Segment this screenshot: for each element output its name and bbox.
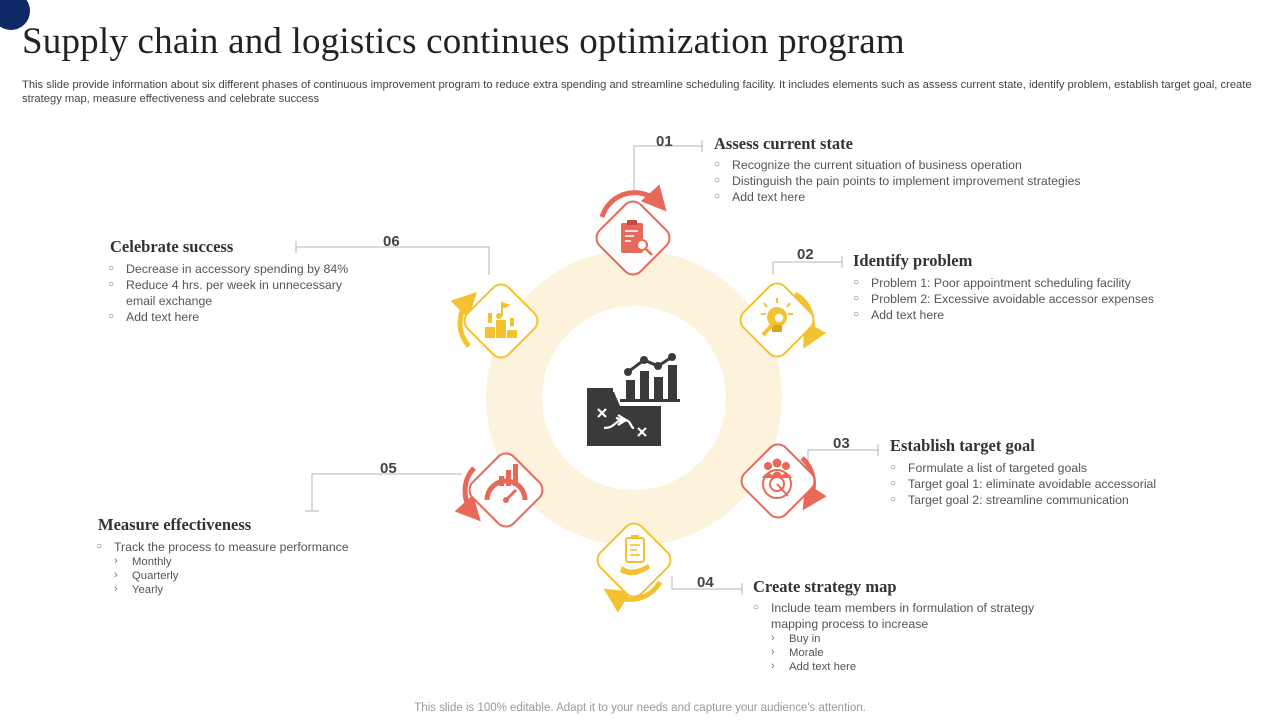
page-subtitle: This slide provide information about six…: [22, 79, 1252, 105]
phase-bullets-02: Problem 1: Poor appointment scheduling f…: [853, 275, 1154, 323]
connector-lines: [295, 140, 879, 595]
document-search-icon: [621, 220, 653, 256]
bullet-item: Reduce 4 hrs. per week in unnecessary em…: [108, 277, 370, 309]
phase-number-02: 02: [797, 246, 814, 263]
phase-bullets-01: Recognize the current situation of busin…: [714, 157, 1081, 205]
footer-note: This slide is 100% editable. Adapt it to…: [414, 702, 866, 714]
phase-node-05: [454, 452, 544, 528]
bullet-item: Target goal 2: streamline communication: [890, 492, 1156, 508]
sub-bullet-item: Add text here: [771, 659, 1073, 674]
bullet-item: Add text here: [853, 307, 1154, 323]
phase-title-05: Measure effectiveness: [98, 515, 252, 534]
clipboard-hand-icon: [620, 535, 650, 576]
team-target-icon: [762, 458, 792, 499]
sub-bullet-list: Monthly Quarterly Yearly: [114, 554, 396, 597]
bullet-item: Include team members in formulation of s…: [753, 600, 1073, 674]
phase-title-04: Create strategy map: [753, 577, 897, 596]
connector-03: [807, 449, 878, 462]
bullet-text: Track the process to measure performance: [114, 540, 349, 554]
bullet-item: Decrease in accessory spending by 84%: [108, 261, 370, 277]
bullet-item: Problem 2: Excessive avoidable accessor …: [853, 291, 1154, 307]
connector-05: [311, 473, 462, 511]
phase-node-03: [740, 443, 827, 519]
sub-bullet-item: Buy in: [771, 631, 1073, 646]
sub-bullet-item: Yearly: [114, 582, 396, 597]
sub-bullet-item: Quarterly: [114, 568, 396, 583]
connector-01: [633, 145, 702, 195]
phase-number-01: 01: [656, 133, 673, 150]
sub-bullet-item: Monthly: [114, 554, 396, 569]
phase-title-03: Establish target goal: [890, 436, 1035, 455]
bullet-item: Problem 1: Poor appointment scheduling f…: [853, 275, 1154, 291]
page-title: Supply chain and logistics continues opt…: [22, 21, 905, 62]
sub-bullet-list: Buy in Morale Add text here: [771, 631, 1073, 674]
bullet-item: Track the process to measure performance…: [96, 539, 396, 597]
phase-number-05: 05: [380, 460, 397, 477]
connector-02: [772, 261, 842, 275]
bullet-text: Include team members in formulation of s…: [771, 601, 1035, 631]
phase-number-04: 04: [697, 574, 714, 591]
phase-node-04: [596, 522, 672, 613]
sub-bullet-item: Morale: [771, 645, 1073, 660]
phase-number-03: 03: [833, 435, 850, 452]
phase-node-06: [450, 283, 539, 359]
podium-trophy-icon: [485, 302, 517, 338]
phase-bullets-03: Formulate a list of targeted goals Targe…: [890, 460, 1156, 508]
bullet-item: Add text here: [714, 189, 1081, 205]
phase-node-01: [595, 184, 671, 276]
phase-bullets-05: Track the process to measure performance…: [96, 539, 396, 597]
phase-title-06: Celebrate success: [110, 237, 234, 256]
phase-node-02: [739, 282, 827, 358]
phase-title-01: Assess current state: [714, 134, 854, 153]
bullet-item: Add text here: [108, 309, 370, 325]
phase-bullets-06: Decrease in accessory spending by 84% Re…: [108, 261, 370, 325]
connector-06: [296, 246, 490, 275]
cycle-ring: [486, 250, 782, 546]
bullet-item: Formulate a list of targeted goals: [890, 460, 1156, 476]
lightbulb-magnifier-icon: [761, 298, 793, 337]
bullet-item: Recognize the current situation of busin…: [714, 157, 1081, 173]
connector-04: [671, 576, 742, 590]
bullet-item: Distinguish the pain points to implement…: [714, 173, 1081, 189]
bullet-item: Target goal 1: eliminate avoidable acces…: [890, 476, 1156, 492]
strategy-chart-icon: [587, 353, 680, 446]
gauge-chart-icon: [484, 464, 528, 503]
phase-title-02: Identify problem: [853, 251, 973, 270]
phase-number-06: 06: [383, 233, 400, 250]
phase-bullets-04: Include team members in formulation of s…: [753, 600, 1073, 674]
